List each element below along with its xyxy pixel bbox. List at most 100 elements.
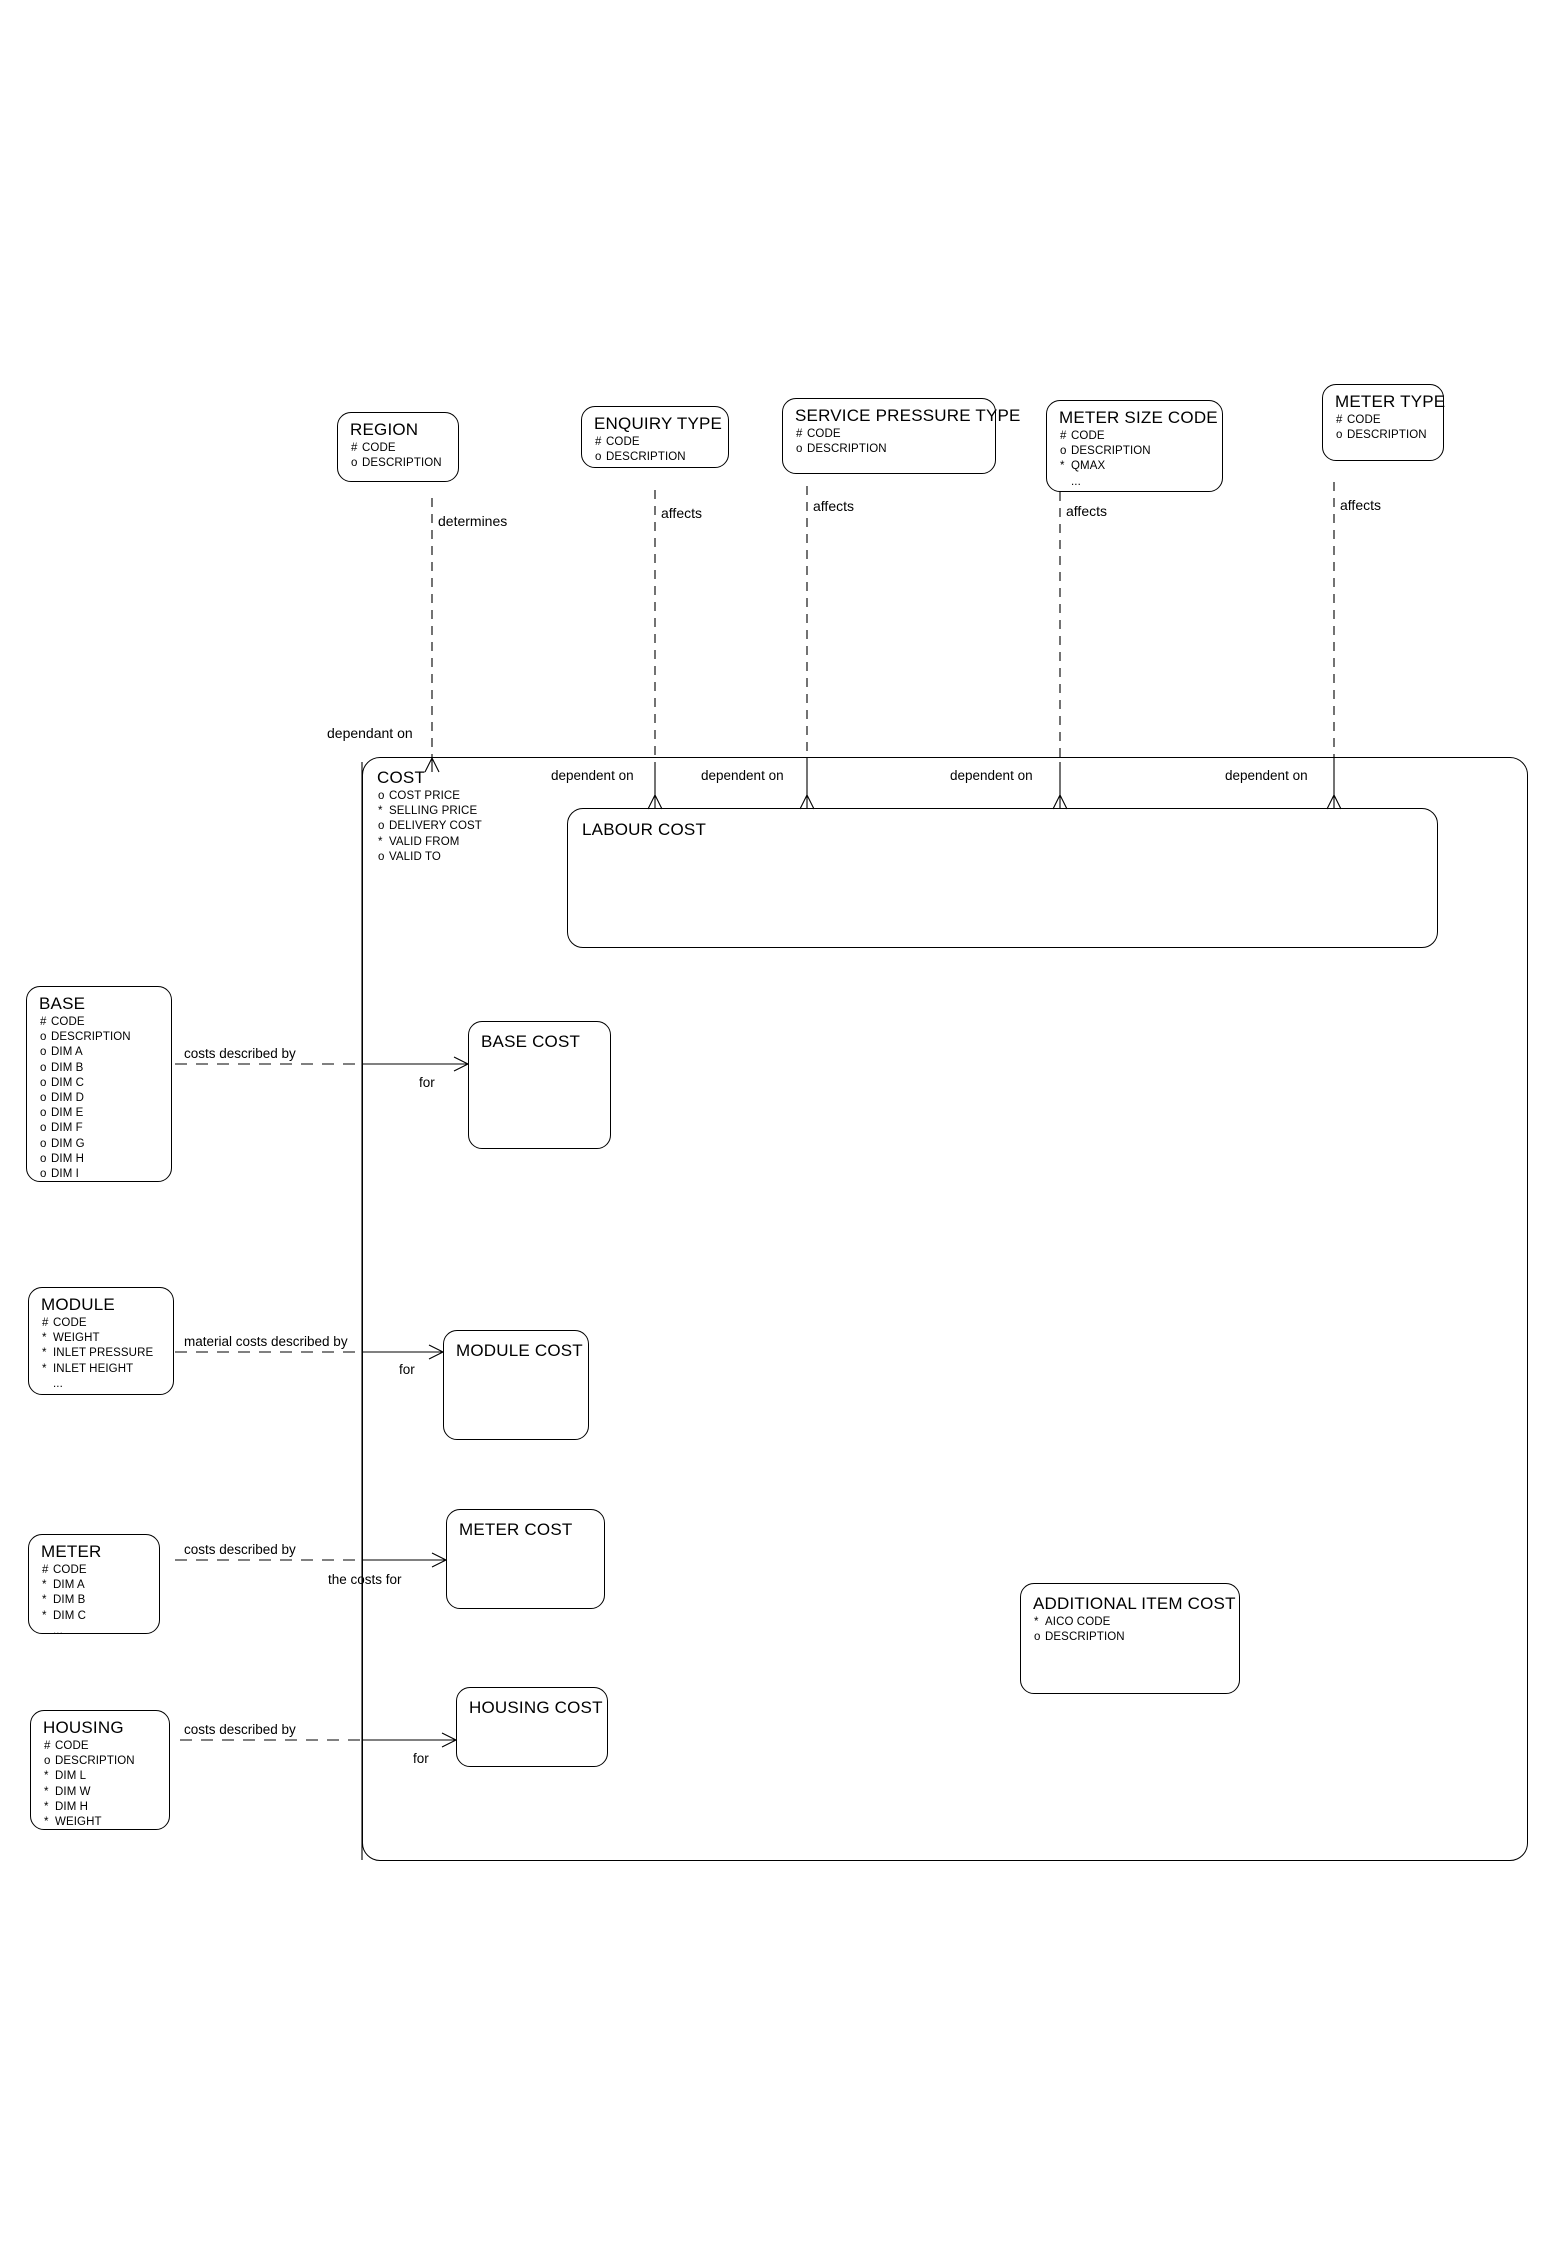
relationship-label-affects-service-pressure: affects bbox=[813, 498, 854, 514]
attribute-list: #CODE *WEIGHT *INLET PRESSURE *INLET HEI… bbox=[42, 1316, 163, 1392]
attribute-row: *QMAX bbox=[1060, 459, 1212, 474]
attribute-label: DESCRIPTION bbox=[362, 457, 442, 470]
entity-meter[interactable]: METER #CODE *DIM A *DIM B *DIM C ... bbox=[28, 1534, 160, 1637]
relationship-label-costs-described-by-housing: costs described by bbox=[184, 1722, 296, 1737]
attribute-mark: * bbox=[44, 1770, 49, 1783]
attribute-mark: o bbox=[595, 451, 602, 464]
attribute-label: DIM A bbox=[53, 1579, 85, 1592]
relationship-label-affects-meter-type: affects bbox=[1340, 497, 1381, 513]
attribute-label: DIM H bbox=[51, 1152, 85, 1165]
attribute-label: DIM C bbox=[51, 1076, 85, 1089]
entity-title: METER bbox=[41, 1542, 102, 1561]
attribute-row: # CODE bbox=[1336, 413, 1433, 428]
attribute-row: *DIM W bbox=[44, 1785, 159, 1800]
attribute-row: o DIM F bbox=[40, 1121, 161, 1136]
entity-title: REGION bbox=[350, 420, 419, 439]
attribute-row: #CODE bbox=[595, 435, 718, 450]
crowfoot-meter-metercost bbox=[431, 1552, 447, 1568]
attribute-label: CODE bbox=[53, 1564, 87, 1576]
entity-title: METER TYPE bbox=[1335, 392, 1446, 411]
attribute-mark: * bbox=[42, 1579, 47, 1592]
attribute-label: DIM F bbox=[51, 1122, 83, 1135]
attribute-mark: # bbox=[40, 1016, 47, 1028]
attribute-mark: o bbox=[378, 850, 385, 863]
attribute-label: DIM B bbox=[53, 1594, 86, 1607]
attribute-label: CODE bbox=[807, 428, 841, 440]
attribute-mark: o bbox=[40, 1168, 47, 1181]
attribute-mark: o bbox=[40, 1152, 47, 1165]
crowfoot-servicepressure-labourcost bbox=[799, 794, 815, 810]
attribute-row: *DIM L bbox=[44, 1769, 159, 1784]
attribute-mark: o bbox=[40, 1122, 47, 1135]
attribute-label: DESCRIPTION bbox=[51, 1031, 131, 1044]
attribute-row: * DIM A bbox=[42, 1578, 149, 1593]
attribute-mark: * bbox=[42, 1362, 47, 1375]
entity-labour-cost[interactable]: LABOUR COST bbox=[567, 808, 1438, 948]
attribute-row: #CODE bbox=[351, 441, 448, 456]
attribute-row: *VALID FROM bbox=[378, 835, 1527, 850]
attribute-mark: # bbox=[42, 1317, 49, 1329]
entity-title: METER COST bbox=[459, 1520, 573, 1539]
attribute-label: DIM H bbox=[55, 1800, 89, 1813]
attribute-row: #CODE bbox=[796, 427, 985, 442]
entity-module[interactable]: MODULE #CODE *WEIGHT *INLET PRESSURE *IN… bbox=[28, 1287, 174, 1395]
attribute-row: o DIM I bbox=[40, 1167, 161, 1182]
entity-module-cost[interactable]: MODULE COST bbox=[443, 1330, 589, 1440]
crowfoot-enquiry-labourcost bbox=[647, 794, 663, 810]
relationship-label-affects-meter-size: affects bbox=[1066, 503, 1107, 519]
attribute-mark: * bbox=[378, 805, 383, 818]
entity-title: BASE bbox=[39, 994, 86, 1013]
relationship-label-affects-enquiry: affects bbox=[661, 505, 702, 521]
entity-base-cost[interactable]: BASE COST bbox=[468, 1021, 611, 1149]
crowfoot-region-cost bbox=[424, 757, 440, 773]
entity-title: LABOUR COST bbox=[582, 820, 707, 839]
attribute-row: #CODE bbox=[42, 1316, 163, 1331]
attribute-label: AICO CODE bbox=[1045, 1616, 1111, 1628]
attribute-mark: # bbox=[1060, 430, 1067, 442]
crowfoot-metersize-labourcost bbox=[1052, 794, 1068, 810]
attribute-row: o DIM H bbox=[40, 1152, 161, 1167]
attribute-label: DIM G bbox=[51, 1137, 85, 1150]
crowfoot-metertype-labourcost bbox=[1326, 794, 1342, 810]
attribute-label: DESCRIPTION bbox=[1347, 429, 1427, 442]
attribute-label: DIM I bbox=[51, 1168, 79, 1181]
attribute-mark: # bbox=[595, 436, 602, 448]
attribute-label: ... bbox=[53, 1624, 63, 1637]
attribute-row: #CODE bbox=[40, 1015, 161, 1030]
entity-title: HOUSING bbox=[43, 1718, 124, 1737]
attribute-label: CODE bbox=[1347, 414, 1381, 426]
attribute-list: #CODE *DIM A *DIM B *DIM C ... bbox=[42, 1563, 149, 1639]
attribute-row: *DIM H bbox=[44, 1800, 159, 1815]
attribute-mark: o bbox=[40, 1076, 47, 1089]
attribute-label: VALID FROM bbox=[389, 835, 460, 848]
entity-meter-cost[interactable]: METER COST bbox=[446, 1509, 605, 1609]
attribute-mark: o bbox=[378, 820, 385, 833]
attribute-row: ... bbox=[42, 1624, 149, 1639]
attribute-mark: * bbox=[42, 1609, 47, 1622]
entity-housing-cost[interactable]: HOUSING COST bbox=[456, 1687, 608, 1767]
attribute-label: DESCRIPTION bbox=[606, 451, 686, 464]
attribute-label: ... bbox=[1071, 475, 1081, 488]
attribute-row: o DESCRIPTION bbox=[595, 450, 718, 465]
attribute-mark: # bbox=[42, 1564, 49, 1576]
attribute-mark: o bbox=[40, 1061, 47, 1074]
attribute-label: WEIGHT bbox=[53, 1332, 100, 1345]
relationship-label-costs-described-by-base: costs described by bbox=[184, 1046, 296, 1061]
attribute-label: QMAX bbox=[1071, 460, 1106, 473]
attribute-mark: # bbox=[1336, 414, 1343, 426]
